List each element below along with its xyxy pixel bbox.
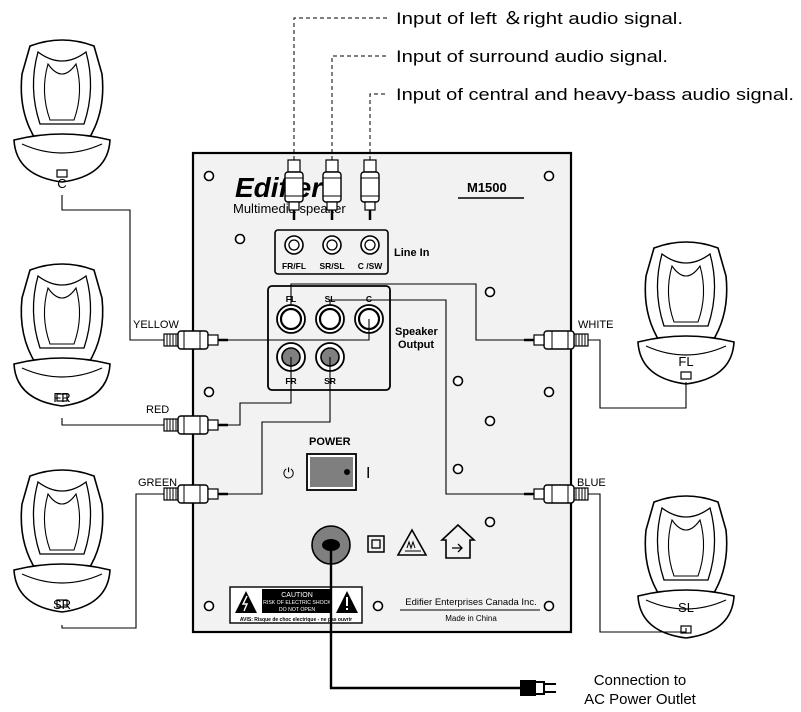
speaker-label-sl: SL [678, 600, 694, 615]
annotation-ac-line2: AC Power Outlet [584, 691, 697, 708]
line-in-group: FR/FL SR/SL C /SW Line In [274, 229, 430, 275]
speaker-icon [13, 39, 111, 183]
annotation-surround-input: Input of surround audio signal. [396, 47, 668, 66]
made-in: Made in China [445, 614, 497, 623]
warning-triangle-icon [235, 591, 257, 613]
caution-line: RISK OF ELECTRIC SHOCK [263, 600, 331, 606]
subwoofer-rear-panel: Edifier Multimedia speaker M1500 FR/FL S… [191, 151, 573, 634]
speaker-label-c: C [57, 176, 66, 191]
line-in-jack-frfl[interactable] [284, 235, 304, 255]
speaker-output-label: Speaker [395, 326, 439, 338]
power-switch[interactable] [306, 453, 357, 491]
double-insulation-icon [367, 535, 385, 553]
annotation-lr-input: Input of left ＆right audio signal. [396, 9, 683, 28]
speaker-wires [61, 195, 687, 690]
maker-name: Edifier Enterprises Canada Inc. [405, 597, 536, 608]
output-jack-sl[interactable] [315, 304, 345, 334]
line-in-jack-label: C /SW [358, 261, 384, 271]
brand-logo: Edifier [235, 172, 324, 203]
speaker-icon [13, 263, 111, 407]
cable-color-green: GREEN [138, 477, 177, 489]
cable-color-yellow: YELLOW [133, 319, 179, 331]
speaker-front-right [13, 263, 111, 407]
annotation-ac-line1: Connection to [594, 672, 687, 689]
speaker-icon [13, 469, 111, 613]
caution-avis: AVIS: Risque de choc electrique - ne pas… [240, 617, 352, 623]
output-label: SL [325, 294, 336, 304]
speaker-label-sr: SR [53, 597, 71, 612]
indoor-use-icon [439, 523, 477, 559]
line-in-jack-srsl[interactable] [322, 235, 342, 255]
caution-label: CAUTION RISK OF ELECTRIC SHOCK DO NOT OP… [229, 586, 363, 624]
input-leaders [293, 17, 388, 160]
ac-plug-icon [520, 680, 556, 696]
line-in-jack-csw[interactable] [360, 235, 380, 255]
speaker-icon [637, 495, 735, 639]
power-on-symbol: I [366, 465, 370, 482]
warning-triangle-icon [336, 591, 358, 613]
annotation-central-input: Input of central and heavy-bass audio si… [396, 85, 794, 104]
power-off-symbol: ⏻ [283, 465, 294, 481]
hot-surface-icon [396, 528, 428, 556]
model-number: M1500 [467, 180, 507, 195]
speaker-label-fr: FR [53, 390, 70, 405]
cable-color-white: WHITE [578, 319, 613, 331]
power-label: POWER [309, 436, 351, 448]
speaker-surround-right [13, 469, 111, 613]
speaker-output-label: Output [398, 339, 434, 351]
line-in-jack-label: SR/SL [319, 261, 344, 271]
speaker-center [13, 39, 111, 183]
line-in-label: Line In [394, 247, 430, 259]
output-jack-fl[interactable] [276, 304, 306, 334]
speaker-surround-left [637, 495, 735, 639]
cable-color-red: RED [146, 404, 169, 416]
line-in-jack-label: FR/FL [282, 261, 306, 271]
output-label: C [366, 294, 372, 304]
cable-color-blue: BLUE [577, 477, 606, 489]
speaker-label-fl: FL [678, 354, 693, 369]
caution-line: DO NOT OPEN [279, 607, 315, 613]
caution-title: CAUTION [281, 592, 313, 599]
